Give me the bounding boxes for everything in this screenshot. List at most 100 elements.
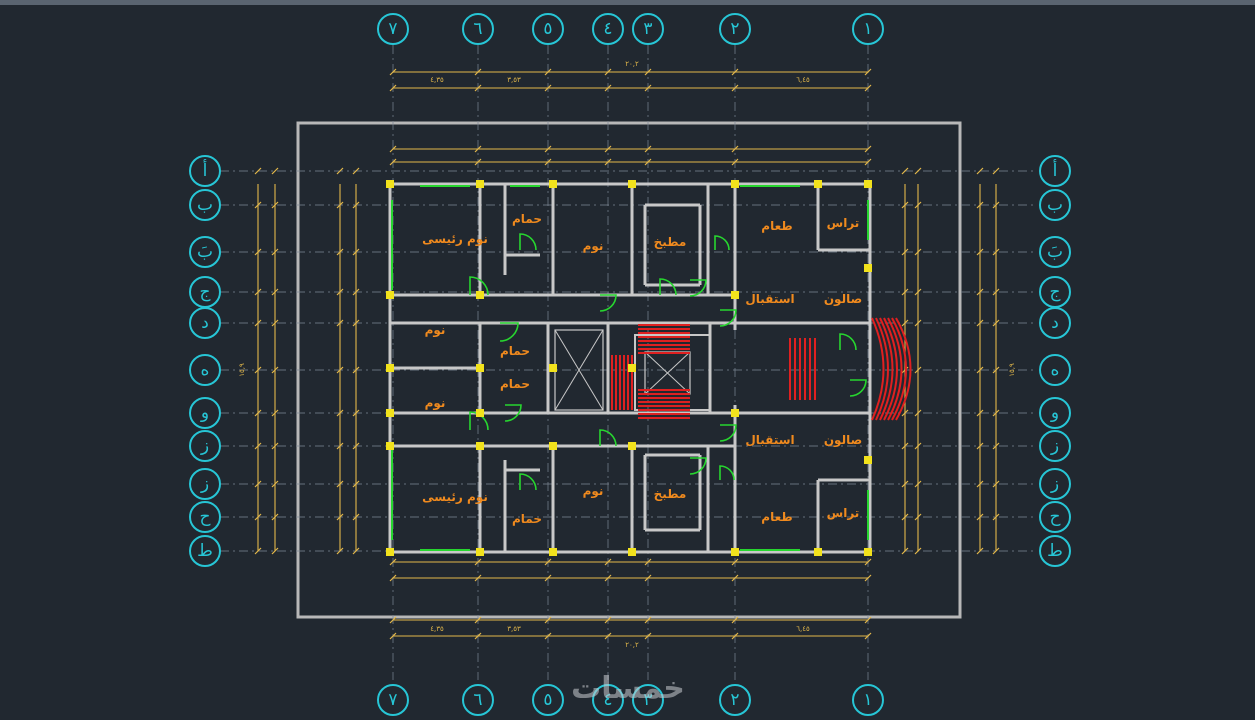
dim-tick xyxy=(352,288,360,296)
room-master-bedroom-bottom: نوم رئيسى xyxy=(422,490,488,505)
dim-tick xyxy=(271,366,279,374)
axis-bubble-circle xyxy=(852,13,884,45)
dim-tick xyxy=(544,68,552,76)
room-bathroom-mid-1: حمام xyxy=(500,344,530,359)
room-reception-top: استقبال xyxy=(745,292,794,306)
dim-tick xyxy=(336,248,344,256)
axis-bubble-label: ب xyxy=(197,195,213,215)
column xyxy=(476,442,484,450)
axis-bubble-circle xyxy=(189,397,221,429)
dim-tick xyxy=(336,442,344,450)
axis-bubble-circle xyxy=(592,684,624,716)
structural-columns xyxy=(386,180,872,556)
dim-tick xyxy=(976,201,984,209)
room-bedroom-bottom: نوم xyxy=(583,484,604,499)
dim-tick xyxy=(604,145,612,153)
axis-bubble-label: ح xyxy=(1050,507,1061,527)
dim-tick xyxy=(352,442,360,450)
dim-tick xyxy=(731,632,739,640)
axis-bubble-circle xyxy=(189,155,221,187)
column xyxy=(731,180,739,188)
axis-bubble-label: ط xyxy=(1047,541,1063,561)
axis-bubble-label: د xyxy=(1051,313,1059,333)
entry-step xyxy=(895,317,912,421)
door-swing xyxy=(519,233,537,251)
entry-step xyxy=(871,317,885,421)
dim-tick xyxy=(992,547,1000,555)
axis-bubble-circle xyxy=(1039,397,1071,429)
axis-bubble-label: و xyxy=(1050,403,1059,423)
column xyxy=(386,442,394,450)
axis-bubble-left-dal: د xyxy=(189,307,221,339)
dim-tick xyxy=(864,158,872,166)
dim-tick xyxy=(604,558,612,566)
dim-tick xyxy=(336,547,344,555)
dim-tick xyxy=(352,248,360,256)
dim-tick xyxy=(901,201,909,209)
dim-tick xyxy=(864,558,872,566)
dim-tick xyxy=(976,480,984,488)
dim-tick xyxy=(474,616,482,624)
dim-tick xyxy=(604,574,612,582)
dim-tick xyxy=(644,558,652,566)
axis-bubble-circle xyxy=(377,684,409,716)
dim-tick xyxy=(901,513,909,521)
axis-bubble-top-1: ١ xyxy=(852,13,884,45)
door-swing xyxy=(719,424,737,442)
axis-bubble-label: ٣ xyxy=(643,690,652,710)
axis-bubble-circle xyxy=(189,236,221,268)
door-swing xyxy=(719,465,735,481)
dim-tick xyxy=(604,84,612,92)
axis-bubble-circle xyxy=(189,354,221,386)
column xyxy=(864,264,872,272)
axis-bubble-right-alef: أ xyxy=(1039,155,1071,187)
dim-tick xyxy=(731,558,739,566)
axis-bubble-right-zain2: ز xyxy=(1039,468,1071,500)
room-bathroom-bottom: حمام xyxy=(512,512,542,527)
doors xyxy=(391,185,869,551)
dim-tick xyxy=(271,248,279,256)
column xyxy=(549,180,557,188)
axis-bubble-right-hha: ح xyxy=(1039,501,1071,533)
dim-tick xyxy=(604,68,612,76)
axis-bubble-circle xyxy=(189,468,221,500)
dim-tick xyxy=(544,145,552,153)
dim-tick xyxy=(992,442,1000,450)
axis-bubble-left-alef: أ xyxy=(189,155,221,187)
axis-bubble-circle xyxy=(592,13,624,45)
axis-bubble-top-5: ٥ xyxy=(532,13,564,45)
dim-tick xyxy=(914,513,922,521)
column xyxy=(476,291,484,299)
column xyxy=(476,409,484,417)
axis-bubble-top-6: ٦ xyxy=(462,13,494,45)
dim-tick xyxy=(914,167,922,175)
entry-step xyxy=(879,317,894,421)
axis-bubble-label: ز xyxy=(200,436,209,456)
room-salon-bottom: صالون xyxy=(824,433,862,448)
watermark: خمسات xyxy=(571,671,685,706)
axis-bubble-circle xyxy=(1039,236,1071,268)
dim-tick xyxy=(864,68,872,76)
axis-bubble-label: ج xyxy=(1050,282,1061,302)
axis-bubble-right-dal: د xyxy=(1039,307,1071,339)
dim-tick xyxy=(254,288,262,296)
dim-tick xyxy=(731,158,739,166)
dim-tick xyxy=(864,632,872,640)
dim-tick xyxy=(336,480,344,488)
axis-bubble-bottom-3: ٣ xyxy=(632,684,664,716)
left-overall-dimension: ١٥,٩ xyxy=(238,363,246,377)
dim-tick xyxy=(604,632,612,640)
dim-tick xyxy=(976,248,984,256)
column xyxy=(549,364,557,372)
dim-tick xyxy=(544,158,552,166)
entry-step xyxy=(875,317,889,421)
room-bathroom-mid-2: حمام xyxy=(500,377,530,392)
axis-bubble-circle xyxy=(1039,155,1071,187)
axis-bubble-circle xyxy=(1039,189,1071,221)
axis-bubble-label: ز xyxy=(200,474,209,494)
axis-bubble-right-ba2: بَ xyxy=(1039,236,1071,268)
axis-bubble-label: ٥ xyxy=(543,690,552,710)
dim-tick xyxy=(336,167,344,175)
axis-bubble-bottom-6: ٦ xyxy=(462,684,494,716)
